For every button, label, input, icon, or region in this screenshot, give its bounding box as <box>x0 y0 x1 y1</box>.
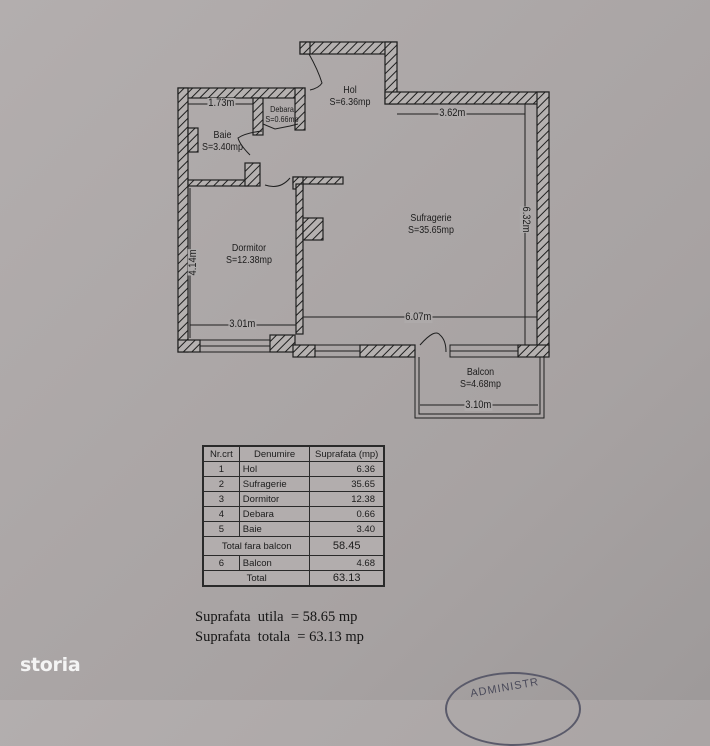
table-row: 4 Debara 0.66 <box>202 506 385 522</box>
dim-baie-width: 1.73m <box>207 97 236 109</box>
room-name: Hol <box>343 84 357 96</box>
cell-name: Sufragerie <box>238 476 311 492</box>
room-name: Baie <box>213 129 232 141</box>
total-area: 63.13 <box>309 570 385 587</box>
dim-dormitor-height: 4.14m <box>186 249 199 276</box>
dim-sufragerie-width: 6.07m <box>404 311 433 323</box>
cell-nr: 1 <box>202 461 240 477</box>
cell-name: Dormitor <box>238 491 311 507</box>
room-name: Debara <box>270 104 294 114</box>
cell-area: 6.36 <box>309 461 385 477</box>
cell-name: Hol <box>238 461 311 477</box>
floor-plan-drawing <box>177 41 550 419</box>
header-area: Suprafata (mp) <box>309 445 385 462</box>
cell-nr: 5 <box>202 521 240 537</box>
cell-nr: 2 <box>202 476 240 492</box>
cell-area: 35.65 <box>309 476 385 492</box>
cell-area: 12.38 <box>309 491 385 507</box>
subtotal-row: Total fara balcon 58.45 <box>202 536 385 556</box>
table-row: 1 Hol 6.36 <box>202 461 385 477</box>
room-label-hol: Hol S=6.36mp <box>325 84 376 108</box>
total-row: Total 63.13 <box>202 570 385 587</box>
room-area: S=6.36mp <box>329 96 371 108</box>
dim-dormitor-width: 3.01m <box>228 318 257 330</box>
room-label-dormitor: Dormitor S=12.38mp <box>219 242 279 266</box>
total-label: Total <box>202 570 311 587</box>
room-area: S=0.66mp <box>265 114 299 124</box>
room-label-debara: Debara S=0.66mp <box>265 104 299 124</box>
dim-balcon-width: 3.10m <box>464 399 493 411</box>
room-name: Dormitor <box>231 242 267 254</box>
storia-watermark-logo: storia <box>20 654 81 676</box>
cell-name: Baie <box>238 521 311 537</box>
room-area: S=12.38mp <box>226 254 272 266</box>
cell-nr: 6 <box>202 555 240 571</box>
table-header: Nr.crt Denumire Suprafata (mp) <box>202 445 385 462</box>
dim-sufragerie-height: 6.32m <box>519 206 532 233</box>
room-label-baie: Baie S=3.40mp <box>199 129 246 153</box>
walls <box>177 41 550 358</box>
cell-nr: 3 <box>202 491 240 507</box>
room-label-balcon: Balcon S=4.68mp <box>453 366 508 390</box>
total-area-summary: Suprafata totala = 63.13 mp <box>195 629 364 645</box>
cell-name: Balcon <box>238 555 311 571</box>
cell-nr: 4 <box>202 506 240 522</box>
subtotal-label: Total fara balcon <box>202 536 311 556</box>
cell-area: 4.68 <box>309 555 385 571</box>
useful-area-summary: Suprafata utila = 58.65 mp <box>195 609 358 625</box>
room-name: Sufragerie <box>410 212 452 224</box>
cell-area: 3.40 <box>309 521 385 537</box>
cell-area: 0.66 <box>309 506 385 522</box>
room-area: S=35.65mp <box>408 224 454 236</box>
header-nr: Nr.crt <box>202 445 240 462</box>
subtotal-area: 58.45 <box>309 536 385 556</box>
room-area: S=3.40mp <box>202 141 243 153</box>
table-row: 2 Sufragerie 35.65 <box>202 476 385 492</box>
room-label-sufragerie: Sufragerie S=35.65mp <box>401 212 461 236</box>
header-name: Denumire <box>238 445 311 462</box>
table-row: 3 Dormitor 12.38 <box>202 491 385 507</box>
room-name: Balcon <box>466 366 495 378</box>
room-area: S=4.68mp <box>460 378 501 390</box>
area-table: Nr.crt Denumire Suprafata (mp) 1 Hol 6.3… <box>202 445 385 587</box>
windows-and-lines <box>188 53 545 419</box>
dim-sufragerie-top: 3.62m <box>438 107 467 119</box>
table-row: 5 Baie 3.40 <box>202 521 385 537</box>
cell-name: Debara <box>238 506 311 522</box>
table-row: 6 Balcon 4.68 <box>202 555 385 571</box>
